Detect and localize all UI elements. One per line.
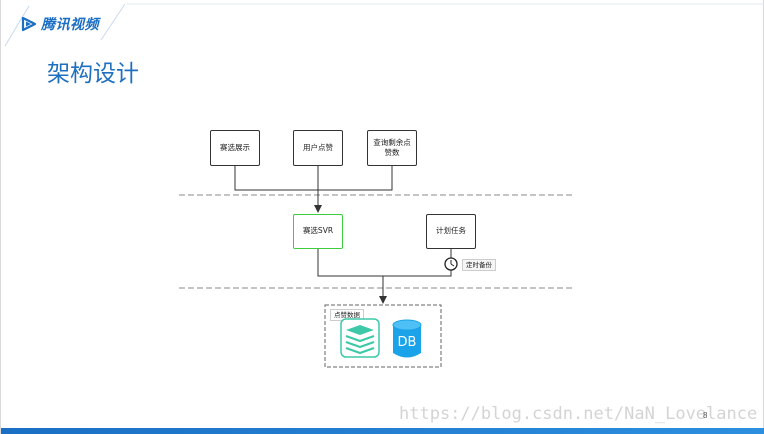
like-box-label: 用户点赞 [303,142,333,152]
display-box-label: 赛选展示 [220,142,250,152]
connector-display [234,166,318,191]
cache-stack-icon [340,318,380,358]
scheduled-task-box: 计划任务 [426,214,476,249]
page-title: 架构设计 [47,61,139,87]
brand-logo: 腾讯视频 [21,14,99,34]
connector-query [318,166,393,191]
database-label: DB [397,335,417,350]
scheduled-task-box-label: 计划任务 [436,226,466,236]
query-remaining-box: 查询剩余点赞数 [367,130,417,166]
database-icon [392,319,422,358]
query-remaining-box-label: 查询剩余点赞数 [373,137,411,157]
page-number: 8 [703,411,708,420]
brand-logo-text: 腾讯视频 [41,17,99,33]
play-logo-icon [21,16,37,32]
watermark: https://blog.csdn.net/NaN_Lovelance [399,404,758,424]
data-group-border [324,304,442,368]
like-box: 用户点赞 [293,130,343,166]
clock-icon [444,257,458,271]
bottom-accent-bar [1,428,764,434]
display-box: 赛选展示 [210,130,260,166]
svr-box: 赛选SVR [293,214,343,249]
svr-box-label: 赛选SVR [302,226,334,236]
connector-svr-down [317,249,383,277]
timer-backup-label: 定时备份 [462,259,496,271]
